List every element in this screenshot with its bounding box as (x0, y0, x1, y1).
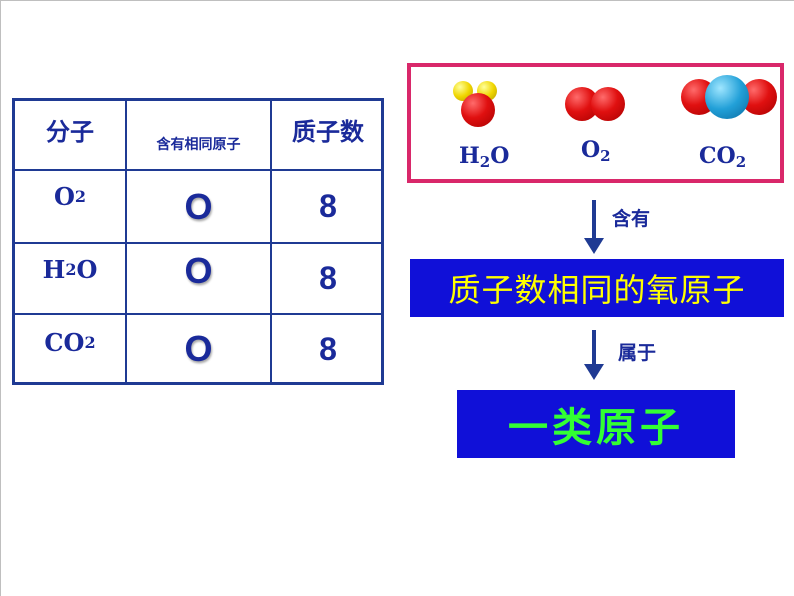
table-row-protons: 8 (319, 188, 337, 224)
oxygen-atom-icon (591, 87, 625, 121)
formula-main: H (459, 143, 480, 169)
table-row-atom: O (184, 250, 213, 291)
same-proton-oxygen-atoms-box: 质子数相同的氧原子 (410, 259, 784, 317)
table-divider (12, 313, 384, 315)
molecule-models-box: H2O O2 CO2 (407, 63, 784, 183)
table-divider (12, 242, 384, 244)
table-divider (12, 169, 384, 171)
formula-subscript: 2 (74, 186, 87, 206)
table-row-protons: 8 (319, 330, 337, 367)
formula-subscript: 2 (65, 259, 77, 279)
water-label: H2O (459, 143, 509, 171)
header-same-atom: 含有相同原子 (156, 137, 241, 153)
formula-subscript: 2 (600, 147, 611, 165)
down-arrow-icon (592, 200, 596, 240)
oxygen-label: O2 (581, 137, 611, 165)
formula-main: CO (699, 143, 736, 169)
formula-main: CO (44, 328, 85, 357)
arrow-head-icon (584, 238, 604, 254)
formula-subscript: 2 (84, 333, 96, 352)
down-arrow-icon (592, 330, 596, 366)
carbon-atom-icon (705, 75, 749, 119)
table-divider (270, 98, 272, 385)
slide-left-border (0, 0, 1, 596)
slide-top-border (0, 0, 794, 1)
formula-main: O (53, 181, 75, 211)
arrow-label-belongs-to: 属于 (618, 342, 657, 364)
formula-tail: O (490, 143, 510, 169)
arrow-label-contains: 含有 (612, 208, 651, 230)
formula-main: H (42, 254, 66, 284)
arrow-head-icon (584, 364, 604, 380)
table-row-protons: 8 (319, 260, 337, 296)
table-divider (125, 98, 127, 385)
formula-subscript: 2 (735, 153, 747, 171)
oxygen-atom-icon (461, 93, 495, 127)
formula-tail: O (76, 254, 98, 284)
header-molecule: 分子 (46, 117, 94, 146)
table-row-atom: O (184, 328, 213, 369)
table-row-atom: O (184, 185, 213, 227)
header-proton-count: 质子数 (292, 117, 364, 146)
formula-subscript: 2 (479, 153, 491, 171)
element-type-box: 一类原子 (457, 390, 735, 458)
formula-main: O (581, 137, 601, 163)
carbon-dioxide-label: CO2 (699, 143, 746, 171)
